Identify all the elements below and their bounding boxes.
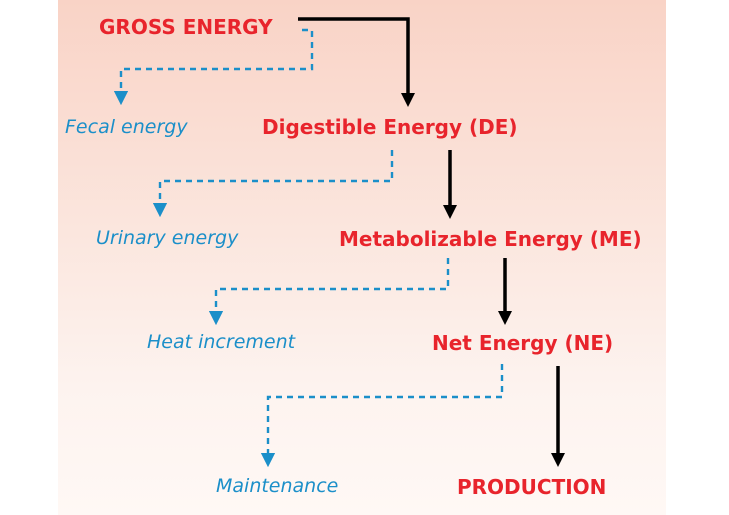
production-label: PRODUCTION xyxy=(457,475,607,499)
maintenance-label: Maintenance xyxy=(216,475,339,497)
net-energy-label: Net Energy (NE) xyxy=(432,331,614,355)
metabolizable-energy-label: Metabolizable Energy (ME) xyxy=(339,227,642,251)
arrow-gross-to-de xyxy=(298,17,415,107)
loss-arrow-fecal xyxy=(113,28,314,106)
loss-arrow-heat xyxy=(208,258,450,326)
heat-increment-label: Heat increment xyxy=(147,331,296,353)
loss-arrow-maintenance xyxy=(260,364,504,468)
loss-arrow-urinary xyxy=(152,150,394,218)
digestible-energy-label: Digestible Energy (DE) xyxy=(262,115,518,139)
diagram-background xyxy=(58,0,666,515)
urinary-energy-label: Urinary energy xyxy=(96,227,239,249)
fecal-energy-label: Fecal energy xyxy=(65,116,188,138)
gross-energy-label: GROSS ENERGY xyxy=(99,15,273,39)
